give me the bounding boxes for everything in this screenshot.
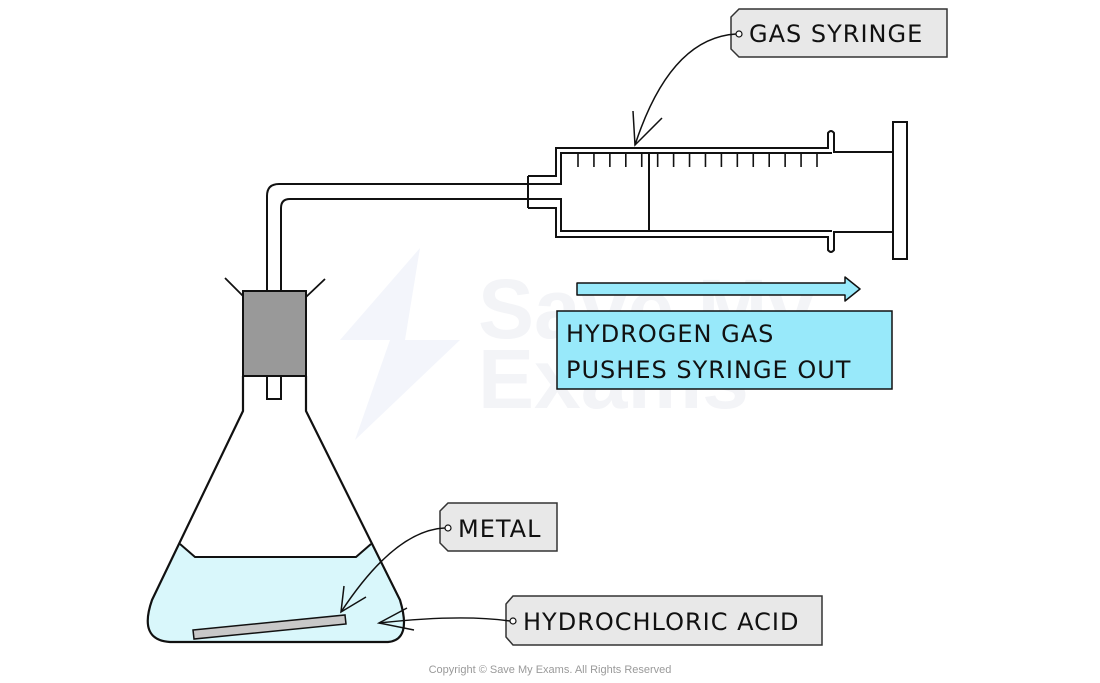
watermark-bolt-icon — [340, 248, 460, 440]
gas-syringe — [527, 121, 908, 260]
label-hydrochloric-acid: HYDROCHLORIC ACID — [376, 595, 823, 646]
direction-arrow-icon — [576, 276, 861, 302]
label-metal-text: METAL — [458, 515, 541, 543]
rubber-stopper — [242, 290, 307, 377]
stopper-mark-right — [305, 278, 326, 298]
label-hydrochloric-acid-text: HYDROCHLORIC ACID — [523, 608, 799, 636]
syringe-graduations — [577, 153, 818, 167]
label-gas-syringe: GAS SYRINGE — [632, 8, 948, 147]
delivery-tube — [266, 183, 530, 400]
pointer-gas-syringe — [634, 33, 737, 146]
liquid-surface — [179, 543, 372, 558]
metal-strip — [192, 614, 347, 640]
label-metal: METAL — [340, 502, 558, 614]
conical-flask — [146, 376, 406, 644]
copyright-notice: Copyright © Save My Exams. All Rights Re… — [429, 664, 672, 676]
pointer-metal — [340, 527, 446, 613]
stopper-mark-left — [224, 277, 244, 297]
label-gas-syringe-text: GAS SYRINGE — [749, 20, 923, 48]
callout-box: HYDROGEN GAS PUSHES SYRINGE OUT — [556, 310, 893, 390]
pointer-hydrochloric-acid — [378, 617, 511, 624]
callout-line1: HYDROGEN GAS — [566, 320, 774, 348]
callout-line2: PUSHES SYRINGE OUT — [566, 356, 851, 384]
